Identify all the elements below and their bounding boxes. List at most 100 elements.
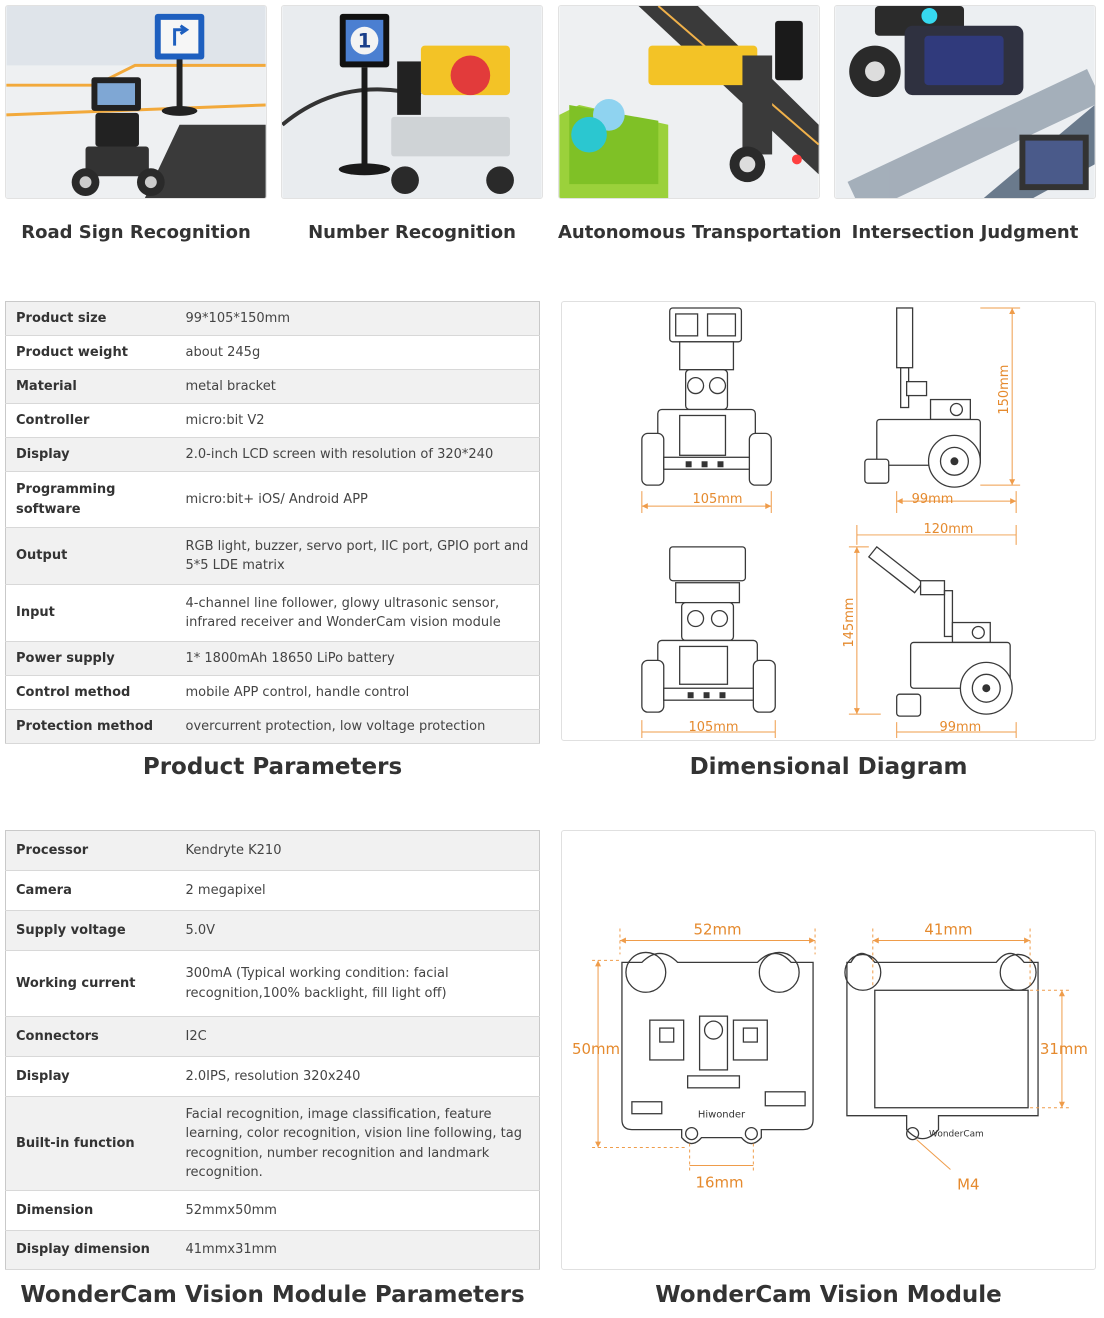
param-value: 41mmx31mm: [175, 1230, 540, 1270]
param-key: Supply voltage: [5, 910, 176, 951]
param-value: overcurrent protection, low voltage prot…: [175, 709, 540, 744]
board-back-view: Hiwonder: [621, 951, 814, 1145]
param-value: 99*105*150mm: [175, 301, 540, 336]
dim-height-top: 150mm: [997, 365, 1012, 415]
wondercam-module-diagram: Hiwonder 52mm 50mm 16mm WonderCam 41mm 3…: [561, 830, 1096, 1270]
caption-number: Number Recognition: [308, 222, 516, 243]
wondercam-dimension-drawing: Hiwonder 52mm 50mm 16mm WonderCam 41mm 3…: [572, 921, 1088, 1194]
param-value: Facial recognition, image classification…: [175, 1096, 540, 1191]
param-key: Programming software: [5, 471, 176, 528]
caption-transportation: Autonomous Transportation: [558, 222, 842, 243]
param-value: about 245g: [175, 335, 540, 370]
dim-board-height: 50mm: [572, 1040, 620, 1058]
photo-road-sign: [5, 5, 267, 199]
screen-front-view: WonderCam: [844, 952, 1039, 1141]
param-key: Connectors: [5, 1016, 176, 1057]
dim-extended-length: 120mm: [923, 522, 973, 537]
front-view-bottom: [641, 546, 776, 739]
dim-board-width: 52mm: [693, 921, 741, 939]
param-value: RGB light, buzzer, servo port, IIC port,…: [175, 527, 540, 585]
road-sign-illustration: [6, 6, 266, 198]
product-parameters-title: Product Parameters: [142, 754, 403, 780]
intersection-illustration: [835, 6, 1095, 198]
param-value: micro:bit+ iOS/ Android APP: [175, 471, 540, 528]
wondercam-parameters-title: WonderCam Vision Module Parameters: [20, 1282, 525, 1308]
param-key: Protection method: [5, 709, 176, 744]
param-value: Kendryte K210: [175, 830, 540, 871]
side-view-bottom: [848, 545, 1017, 739]
robot-dimension-drawing: 105mm 150mm 99mm 120mm: [641, 307, 1021, 739]
dim-hole-spacing: 16mm: [695, 1173, 743, 1191]
param-key: Processor: [5, 830, 176, 871]
caption-intersection: Intersection Judgment: [851, 222, 1079, 243]
dim-screen-height: 31mm: [1040, 1040, 1088, 1058]
brand-print: Hiwonder: [698, 1110, 746, 1121]
photo-intersection: [834, 5, 1096, 199]
param-value: I2C: [175, 1016, 540, 1057]
param-key: Display: [5, 437, 176, 472]
dim-front-width-bottom: 105mm: [689, 720, 739, 735]
param-key: Working current: [5, 950, 176, 1017]
param-key: Controller: [5, 403, 176, 438]
dim-height-bottom: 145mm: [842, 598, 857, 648]
param-key: Material: [5, 369, 176, 404]
param-key: Product size: [5, 301, 176, 336]
param-key: Camera: [5, 870, 176, 911]
svg-text:1: 1: [358, 30, 372, 53]
photo-transportation: [558, 5, 820, 199]
front-view-top: [641, 307, 772, 514]
caption-road-sign: Road Sign Recognition: [21, 222, 251, 243]
param-key: Output: [5, 527, 176, 585]
param-key: Dimension: [5, 1190, 176, 1231]
param-value: 2.0IPS, resolution 320x240: [175, 1056, 540, 1097]
param-key: Display dimension: [5, 1230, 176, 1270]
param-value: 5.0V: [175, 910, 540, 951]
param-value: 1* 1800mAh 18650 LiPo battery: [175, 641, 540, 676]
dimensional-diagram: 105mm 150mm 99mm 120mm: [561, 301, 1096, 741]
dim-screen-width: 41mm: [924, 921, 972, 939]
photo-number: 1: [281, 5, 543, 199]
dimensional-diagram-title: Dimensional Diagram: [689, 754, 968, 780]
param-key: Input: [5, 584, 176, 642]
dim-side-depth-top: 99mm: [912, 492, 954, 507]
param-key: Power supply: [5, 641, 176, 676]
param-key: Built-in function: [5, 1096, 176, 1191]
param-key: Display: [5, 1056, 176, 1097]
side-view-top: [864, 307, 1021, 514]
param-value: mobile APP control, handle control: [175, 675, 540, 710]
number-recognition-illustration: 1: [282, 6, 542, 198]
dim-front-width-top: 105mm: [693, 492, 743, 507]
param-key: Control method: [5, 675, 176, 710]
dim-screw: M4: [957, 1175, 979, 1193]
param-value: 2.0-inch LCD screen with resolution of 3…: [175, 437, 540, 472]
param-value: micro:bit V2: [175, 403, 540, 438]
param-key: Product weight: [5, 335, 176, 370]
wondercam-module-title: WonderCam Vision Module: [655, 1282, 1002, 1308]
dim-side-depth-bottom: 99mm: [940, 720, 982, 735]
param-value: 4-channel line follower, glowy ultrasoni…: [175, 584, 540, 642]
param-value: 52mmx50mm: [175, 1190, 540, 1231]
param-value: 300mA (Typical working condition: facial…: [175, 950, 540, 1017]
param-value: 2 megapixel: [175, 870, 540, 911]
